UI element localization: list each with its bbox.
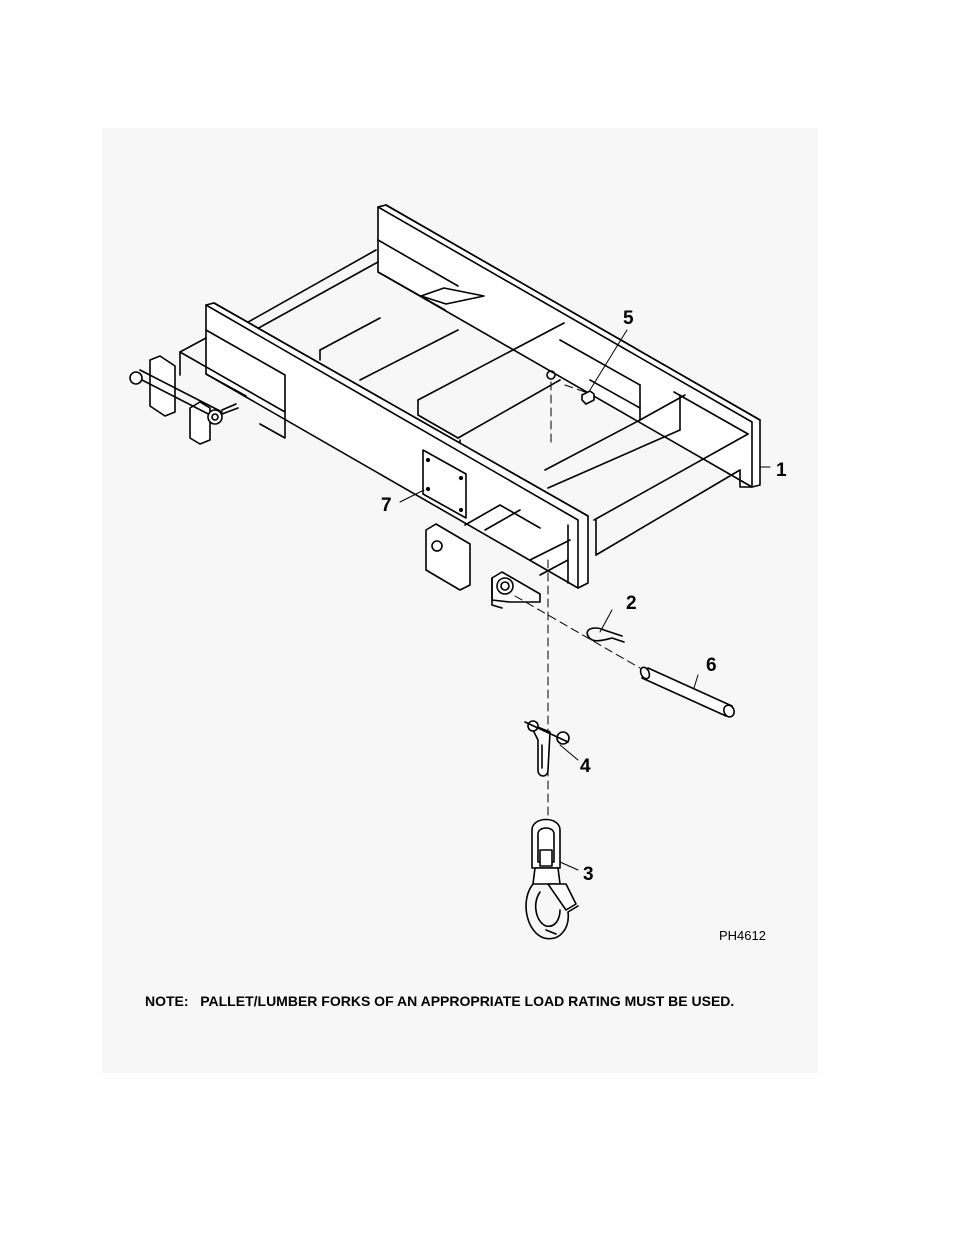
front-carriage-plate	[205, 302, 589, 589]
shackle	[524, 720, 570, 777]
figure-code: PH4612	[719, 928, 766, 943]
set-screw	[546, 370, 595, 405]
callout-1: 1	[776, 460, 787, 481]
rear-mounting-plate	[377, 204, 761, 488]
note-text: NOTE: PALLET/LUMBER FORKS OF AN APPROPRI…	[145, 993, 735, 1009]
callout-6: 6	[706, 655, 717, 676]
callout-4: 4	[580, 756, 591, 777]
left-fork-pocket	[129, 329, 286, 445]
data-plate	[422, 449, 467, 519]
callout-2: 2	[626, 593, 637, 614]
right-fork-pocket	[425, 504, 571, 609]
callout-3: 3	[583, 864, 594, 885]
pin	[639, 666, 735, 718]
side-rails	[233, 249, 749, 556]
upper-back-tube	[377, 239, 485, 311]
callout-5: 5	[623, 308, 634, 329]
swivel-hook	[525, 818, 579, 940]
callout-7: 7	[381, 495, 392, 516]
hidden-center-lines	[514, 381, 641, 821]
cotter-pin	[586, 627, 625, 643]
leader-lines	[399, 329, 771, 871]
